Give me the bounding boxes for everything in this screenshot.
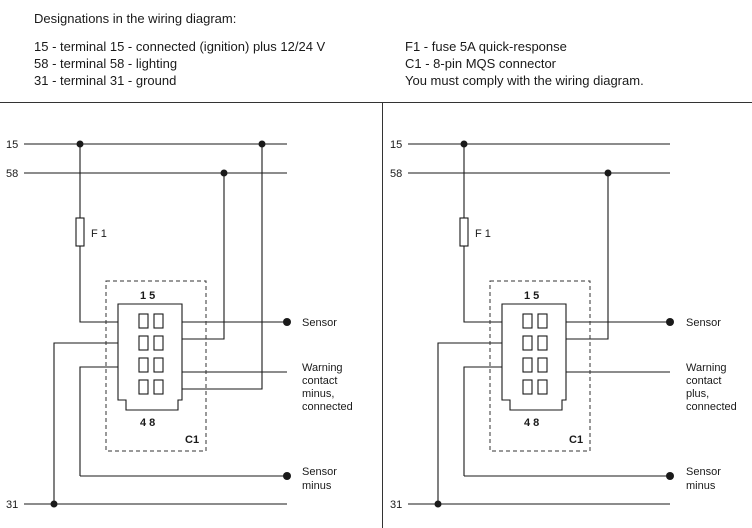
warning-label-line4: connected bbox=[302, 401, 353, 413]
warning-label-line1: Warning bbox=[302, 362, 343, 374]
legend-item-terminal-58: 58 - terminal 58 - lighting bbox=[34, 56, 178, 71]
terminal-15-label: 15 bbox=[6, 139, 18, 151]
junction-dots bbox=[50, 140, 291, 508]
fuse-label: F 1 bbox=[91, 228, 107, 240]
sensor-label: Sensor bbox=[686, 317, 721, 329]
legend-item-connector: C1 - 8-pin MQS connector bbox=[405, 56, 557, 71]
pins-top-label: 1 5 bbox=[524, 290, 539, 302]
wires bbox=[408, 143, 670, 505]
sensor-label: Sensor bbox=[302, 317, 337, 329]
pins-top-label: 1 5 bbox=[140, 290, 155, 302]
panel-frame bbox=[0, 102, 752, 528]
legend-item-terminal-31: 31 - terminal 31 - ground bbox=[34, 73, 177, 88]
fuse-f1-symbol bbox=[75, 217, 85, 247]
legend-title: Designations in the wiring diagram: bbox=[34, 11, 237, 26]
fuse-f1-symbol bbox=[459, 217, 469, 247]
sensor-minus-label-line1: Sensor bbox=[302, 466, 337, 478]
pins-bottom-label: 4 8 bbox=[524, 417, 539, 429]
sensor-minus-label-line2: minus bbox=[302, 480, 332, 492]
warning-label-line2: contact bbox=[686, 375, 721, 387]
fuse-label: F 1 bbox=[475, 228, 491, 240]
legend-item-compliance-note: You must comply with the wiring diagram. bbox=[405, 73, 644, 88]
terminal-15-label: 15 bbox=[390, 139, 402, 151]
connector-label: C1 bbox=[185, 434, 199, 446]
connector-label: C1 bbox=[569, 434, 583, 446]
sensor-minus-label-line1: Sensor bbox=[686, 466, 721, 478]
terminal-58-label: 58 bbox=[390, 168, 402, 180]
pins-bottom-label: 4 8 bbox=[140, 417, 155, 429]
diagram-minus-connected: 15 58 31 F 1 1 5 4 8 C1 Sensor Warning c… bbox=[6, 139, 353, 511]
connector-body bbox=[501, 303, 567, 411]
terminal-31-label: 31 bbox=[6, 499, 18, 511]
connector-c1-outline bbox=[489, 280, 591, 452]
warning-label-line1: Warning bbox=[686, 362, 727, 374]
connector-c1-outline bbox=[105, 280, 207, 452]
legend-item-fuse: F1 - fuse 5A quick-response bbox=[405, 39, 567, 54]
junction-dots bbox=[434, 140, 674, 508]
terminal-31-label: 31 bbox=[390, 499, 402, 511]
connector-pins bbox=[138, 313, 164, 395]
wires bbox=[24, 143, 287, 505]
warning-label-line4: connected bbox=[686, 401, 737, 413]
warning-label-line3: minus, bbox=[302, 388, 334, 400]
warning-label-line3: plus, bbox=[686, 388, 709, 400]
sensor-minus-label-line2: minus bbox=[686, 480, 716, 492]
connector-body bbox=[117, 303, 183, 411]
diagram-plus-connected: 15 58 31 F 1 1 5 4 8 C1 Sensor Warning c… bbox=[390, 139, 737, 511]
legend-item-terminal-15: 15 - terminal 15 - connected (ignition) … bbox=[34, 39, 326, 54]
connector-pins bbox=[522, 313, 548, 395]
terminal-58-label: 58 bbox=[6, 168, 18, 180]
warning-label-line2: contact bbox=[302, 375, 337, 387]
